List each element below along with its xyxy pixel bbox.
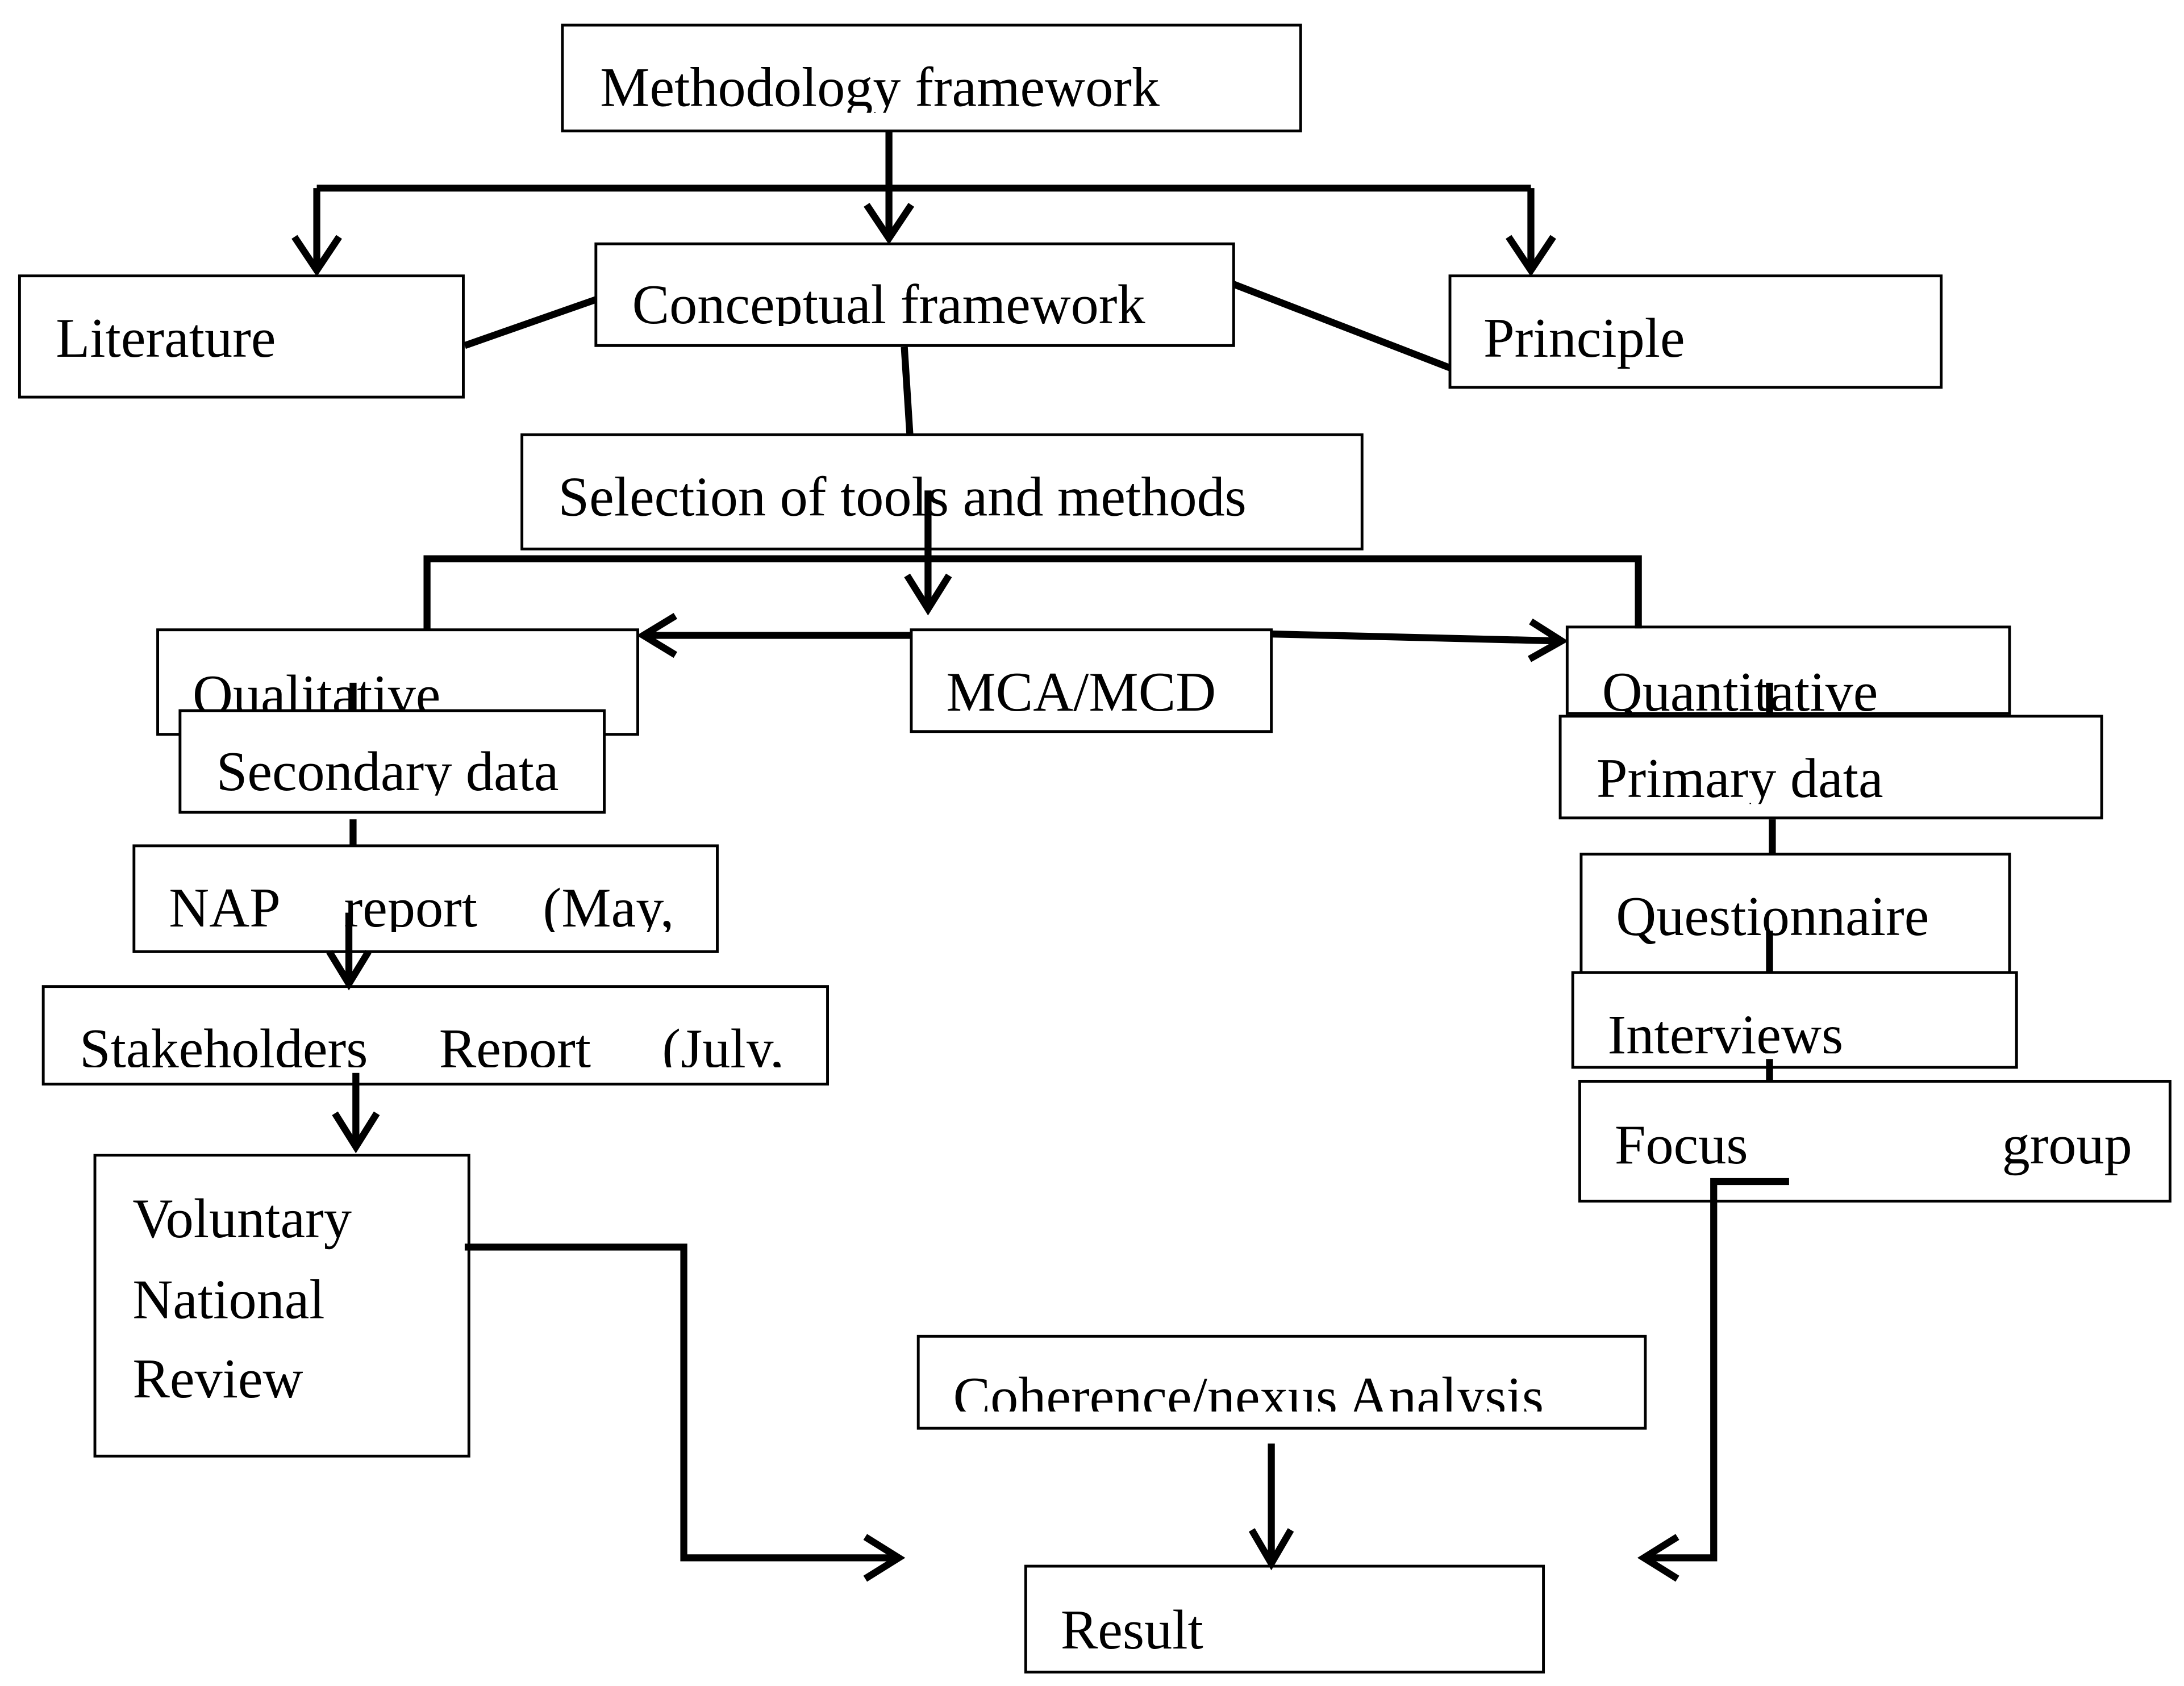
node-interviews: Interviews	[1571, 971, 2018, 1069]
node-literature: Literature	[18, 274, 465, 399]
node-label: Coherence/nexus Analysis	[953, 1367, 1544, 1428]
node-box	[1571, 971, 2018, 1069]
connectors	[291, 131, 1789, 1582]
node-box	[520, 433, 1364, 550]
arrow-mca-to-qualitative	[636, 612, 911, 658]
arrow-vnr-to-result	[464, 1243, 906, 1582]
node-box	[561, 23, 1302, 133]
node-label: Result	[1061, 1600, 1203, 1661]
node-focus-group: Focus group	[1578, 1079, 2172, 1203]
node-label: Literature	[56, 308, 276, 369]
node-label-line-3: Review	[132, 1349, 303, 1410]
arrow-focus-group-to-result	[1637, 1178, 1789, 1582]
arrow-mca-to-quantitative	[1271, 618, 1569, 662]
arrow-nap-to-stakeholders	[326, 912, 372, 991]
node-box	[910, 628, 1273, 733]
node-box	[1579, 853, 2011, 974]
node-label: Selection of tools and methods	[558, 467, 1246, 528]
node-box	[1565, 625, 2011, 715]
node-coherence-nexus-analysis: Coherence/nexus Analysis	[916, 1334, 1647, 1430]
node-box	[93, 1153, 470, 1458]
node-methodology-framework: Methodology framework	[561, 23, 1302, 133]
line-literature-to-conceptual	[463, 296, 597, 349]
node-box	[178, 709, 606, 814]
arrow-methodology-to-conceptual	[864, 131, 915, 245]
arrow-selection-to-mca	[904, 490, 952, 616]
node-voluntary-national-review: Voluntary National Review	[93, 1153, 470, 1458]
arrow-stakeholders-to-vnr	[332, 1072, 380, 1154]
node-label: Conceptual framework	[632, 274, 1146, 336]
arrow-branch-to-principle	[1506, 188, 1556, 277]
node-box	[916, 1334, 1647, 1430]
node-quantitative: Quantitative	[1565, 625, 2011, 723]
node-questionnaire: Questionnaire	[1579, 853, 2011, 974]
line-conceptual-to-principle	[1232, 281, 1452, 372]
node-label: Stakeholders Report (July,	[80, 1019, 784, 1080]
node-label: Quantitative	[1602, 662, 1878, 723]
node-label: MCA/MCD	[946, 662, 1216, 723]
node-box	[594, 242, 1235, 347]
node-label-line-1: Voluntary	[132, 1188, 352, 1250]
node-nap-report: NAP report (May,	[132, 844, 719, 953]
node-label: Primary data	[1597, 748, 1883, 809]
node-label-line-2: National	[132, 1269, 324, 1330]
node-box	[1024, 1564, 1545, 1674]
node-box	[1448, 274, 1943, 389]
connector-selection-split	[423, 555, 1642, 630]
node-label: Principle	[1483, 308, 1685, 369]
line-conceptual-to-selection	[901, 347, 914, 435]
node-result: Result	[1024, 1564, 1545, 1674]
node-label: Interviews	[1608, 1004, 1844, 1066]
node-secondary-data: Secondary data	[178, 709, 606, 814]
node-box	[1578, 1079, 2172, 1203]
node-primary-data: Primary data	[1558, 715, 2103, 820]
node-mca-mcd: MCA/MCD	[910, 628, 1273, 733]
node-label: Secondary data	[216, 741, 559, 803]
node-box	[18, 274, 465, 399]
arrow-branch-to-literature	[291, 188, 342, 277]
node-box	[1558, 715, 2103, 820]
node-principle: Principle	[1448, 274, 1943, 389]
node-label: NAP report (May,	[169, 878, 674, 939]
arrow-coherence-to-result	[1248, 1443, 1294, 1571]
node-label: Methodology framework	[600, 57, 1160, 118]
node-conceptual-framework: Conceptual framework	[594, 242, 1235, 347]
node-selection-of-tools: Selection of tools and methods	[520, 433, 1364, 550]
node-stakeholders-report: Stakeholders Report (July,	[41, 985, 830, 1086]
node-box	[41, 985, 830, 1086]
node-label: Focus group	[1615, 1115, 2132, 1176]
node-box	[132, 844, 719, 953]
